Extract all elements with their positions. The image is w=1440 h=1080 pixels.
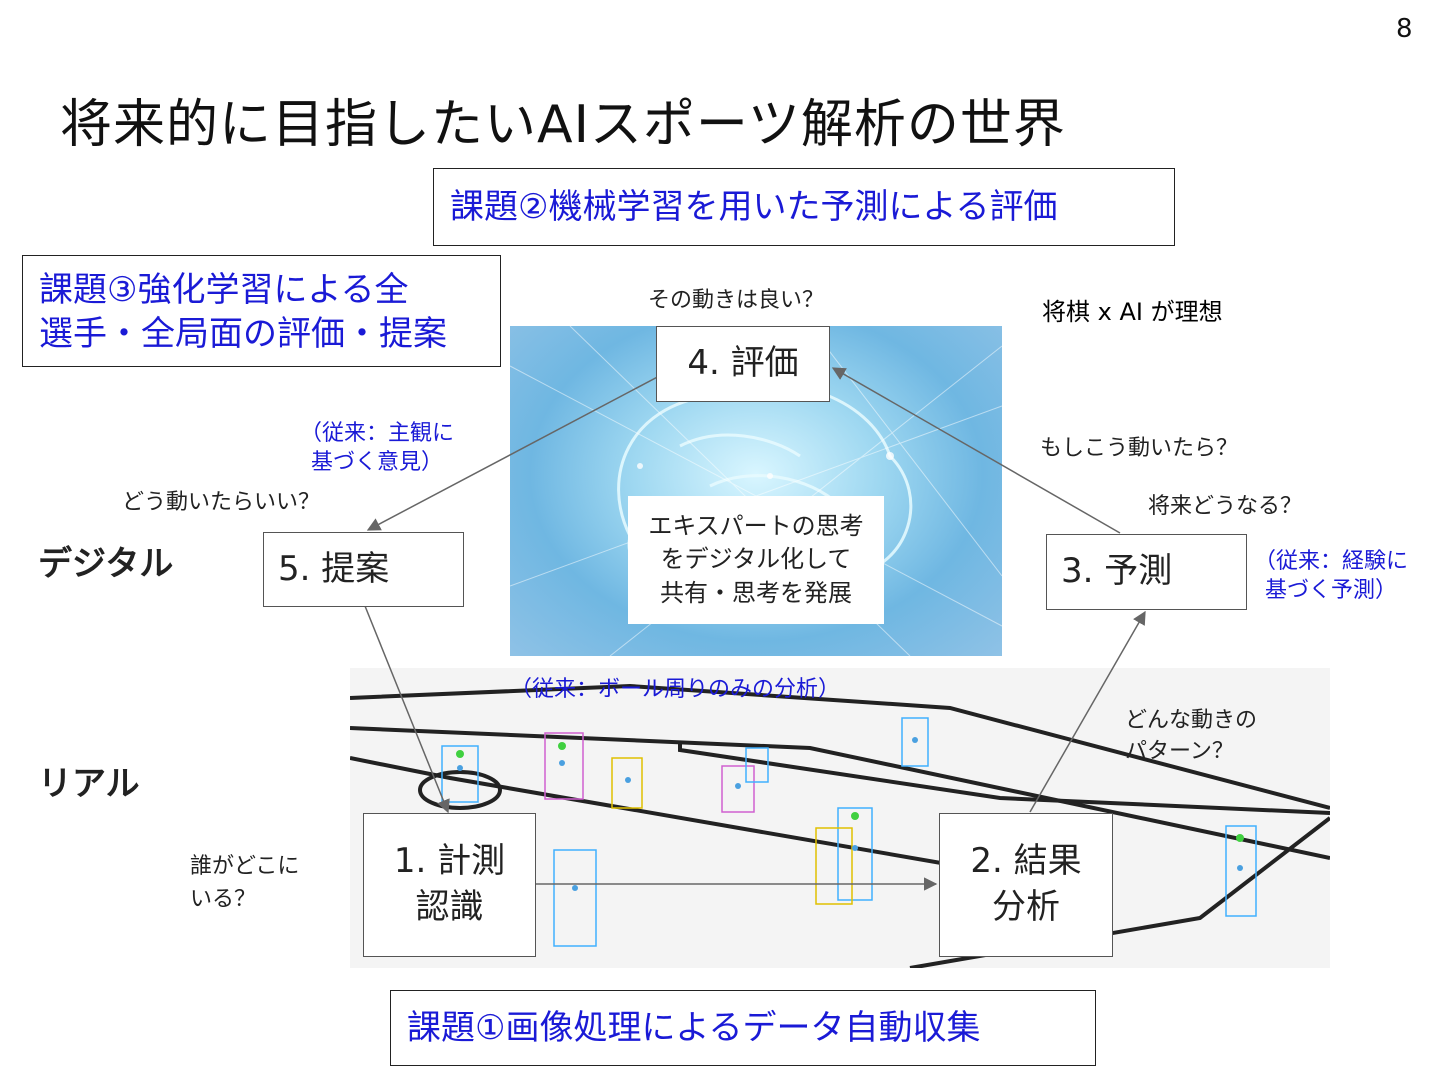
node-predict: 3. 予測	[1046, 534, 1247, 610]
center-line3: 共有・思考を発展	[660, 578, 852, 607]
task1-box: 課題①画像処理によるデータ自動収集	[390, 990, 1096, 1066]
ball-note: （従来：ボール周りのみの分析）	[510, 677, 841, 702]
who-question: 誰がどこに いる？	[190, 850, 299, 916]
ideal-note: 将棋 x AI が理想	[1042, 298, 1223, 326]
pattern-question: どんな動きの パターン？	[1125, 706, 1257, 768]
node-propose: 5. 提案	[263, 532, 464, 607]
task3-label-line1: 課題③強化学習による全	[39, 270, 409, 310]
node-predict-label: 3. 予測	[1061, 551, 1173, 592]
node-analyze-line1: 2. 結果	[970, 841, 1082, 882]
node-analyze-line2: 分析	[992, 887, 1060, 927]
node-analyze: 2. 結果 分析	[939, 813, 1113, 957]
node-evaluate: 4. 評価	[656, 326, 830, 402]
node-measure-line2: 認識	[415, 887, 484, 927]
task2-box: 課題②機械学習を用いた予測による評価	[433, 168, 1175, 246]
center-statement: エキスパートの思考 をデジタル化して 共有・思考を発展	[628, 496, 884, 624]
subjective-note-line2: 基づく意見）	[311, 449, 444, 475]
field-lines-icon	[349, 683, 1332, 970]
arrow-propose-to-measure	[364, 605, 450, 814]
page-title: 将来的に目指したいAIスポーツ解析の世界	[60, 95, 1066, 155]
what-if-question: もしこう動いたら？	[1040, 436, 1239, 461]
node-measure-line1: 1. 計測	[393, 841, 506, 882]
who-question-line2: いる？	[190, 887, 257, 912]
node-propose-label: 5. 提案	[278, 548, 390, 589]
task3-label-line2: 選手・全局面の評価・提案	[39, 314, 447, 354]
task2-label: 課題②機械学習を用いた予測による評価	[450, 187, 1058, 227]
how-move-question: どう動いたらいい？	[122, 490, 321, 515]
who-question-line1: 誰がどこに	[190, 854, 300, 879]
task3-box: 課題③強化学習による全 選手・全局面の評価・提案	[22, 255, 501, 367]
experience-note: （従来：経験に 基づく予測）	[1254, 548, 1408, 605]
arrow-evaluate-to-propose	[366, 372, 666, 531]
node-evaluate-label: 4. 評価	[687, 343, 799, 384]
node-measure: 1. 計測 認識	[363, 813, 536, 957]
arrow-predict-to-evaluate	[831, 367, 1121, 534]
center-line1: エキスパートの思考	[648, 511, 864, 540]
experience-note-line1: （従来：経験に	[1254, 549, 1409, 574]
subjective-note: （従来：主観に 基づく意見）	[300, 420, 454, 477]
evaluate-question: その動きは良い？	[648, 288, 825, 313]
subjective-note-line1: （従来：主観に	[300, 421, 455, 446]
arrow-analyze-to-predict	[1029, 610, 1146, 813]
future-question: 将来どうなる？	[1148, 494, 1303, 519]
real-label: リアル	[38, 764, 140, 804]
digital-label: デジタル	[38, 544, 174, 584]
pattern-question-line2: パターン？	[1125, 738, 1234, 764]
task1-label: 課題①画像処理によるデータ自動収集	[407, 1008, 981, 1048]
center-line2: をデジタル化して	[660, 545, 852, 574]
experience-note-line2: 基づく予測）	[1265, 577, 1398, 603]
page-number: 8	[1396, 14, 1413, 44]
pattern-question-line1: どんな動きの	[1125, 708, 1258, 733]
